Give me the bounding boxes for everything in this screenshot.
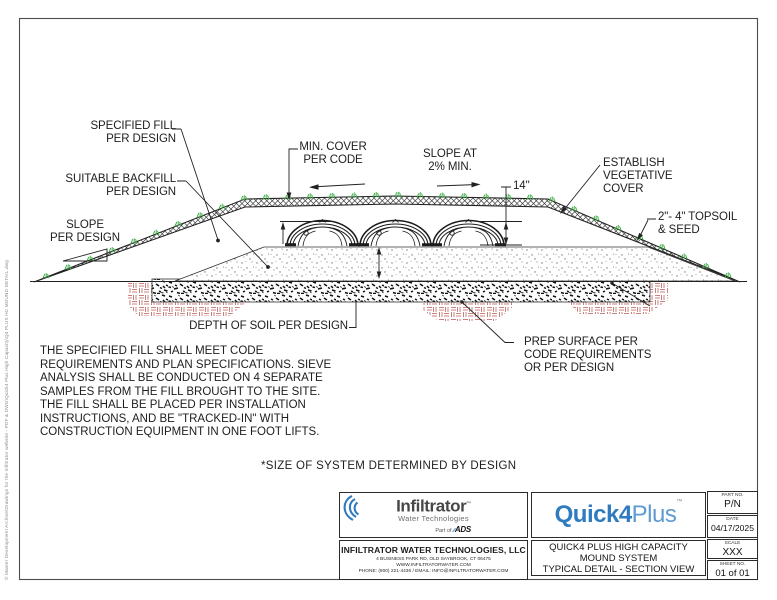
field-sheet-no: SHEET NO. 01 of 01: [707, 560, 758, 580]
field-date: DATE 04/17/2025: [707, 515, 758, 538]
label-min-cover: MIN. COVER PER CODE: [299, 141, 367, 166]
label-slope-at-2pct: SLOPE AT 2% MIN.: [423, 148, 477, 173]
company-website: WWW.INFILTRATORWATER.COM: [396, 562, 471, 568]
label-establish-cover: ESTABLISH VEGETATIVE COVER: [603, 157, 673, 195]
chamber: [285, 218, 360, 247]
infiltrator-swoosh-icon: [343, 495, 360, 521]
fill-specification-note: THE SPECIFIED FILL SHALL MEET CODE REQUI…: [40, 345, 332, 438]
sand-bed: [174, 246, 736, 282]
label-14in-dimension: 14": [513, 180, 530, 192]
label-specified-fill: SPECIFIED FILL PER DESIGN: [90, 120, 176, 145]
chamber: [358, 218, 433, 247]
company-address: 4 BUSINESS PARK RD, OLD SAYBROOK, CT 064…: [376, 556, 491, 562]
water-technologies-subtitle: Water Technologies: [398, 514, 469, 524]
part-of-ads-mark: Part of ∕∕ADS: [435, 525, 471, 535]
prep-surface-band: [151, 278, 651, 303]
company-info-box: INFILTRATOR WATER TECHNOLOGIES, LLC 4 BU…: [339, 540, 528, 580]
label-depth-of-soil: DEPTH OF SOIL PER DESIGN: [189, 320, 348, 332]
logo-box: Infiltrator™ Water Technologies Part of …: [339, 492, 528, 538]
label-suitable-backfill: SUITABLE BACKFILL PER DESIGN: [65, 173, 176, 198]
size-of-system-note: *SIZE OF SYSTEM DETERMINED BY DESIGN: [261, 460, 517, 472]
grass-tufts: [42, 191, 732, 279]
file-reference-side-note: © Master Development Archive\Drawings fo…: [4, 259, 9, 580]
chambers-group: [285, 218, 506, 247]
infiltrator-wordmark: Infiltrator™: [396, 496, 471, 516]
annotation-lines: [62, 128, 656, 343]
arrowheads: [280, 182, 643, 279]
label-topsoil-seed: 2"- 4" TOPSOIL & SEED: [658, 211, 738, 236]
field-scale: SCALE XXX: [707, 539, 758, 559]
drawing-title: QUICK4 PLUS HIGH CAPACITY MOUND SYSTEM T…: [542, 541, 695, 575]
company-name: INFILTRATOR WATER TECHNOLOGIES, LLC: [341, 545, 526, 556]
chamber: [431, 218, 506, 247]
label-prep-surface: PREP SURFACE PER CODE REQUIREMENTS OR PE…: [524, 336, 652, 374]
drawing-title-box: QUICK4 PLUS HIGH CAPACITY MOUND SYSTEM T…: [531, 540, 706, 576]
company-contact: PHONE: (800) 221-4436 / EMAIL: INFO@INFI…: [358, 568, 509, 574]
field-part-no: PART NO. P/N: [707, 491, 758, 514]
label-slope-per-design: SLOPE PER DESIGN: [50, 219, 120, 244]
leader-dots: [216, 238, 614, 304]
